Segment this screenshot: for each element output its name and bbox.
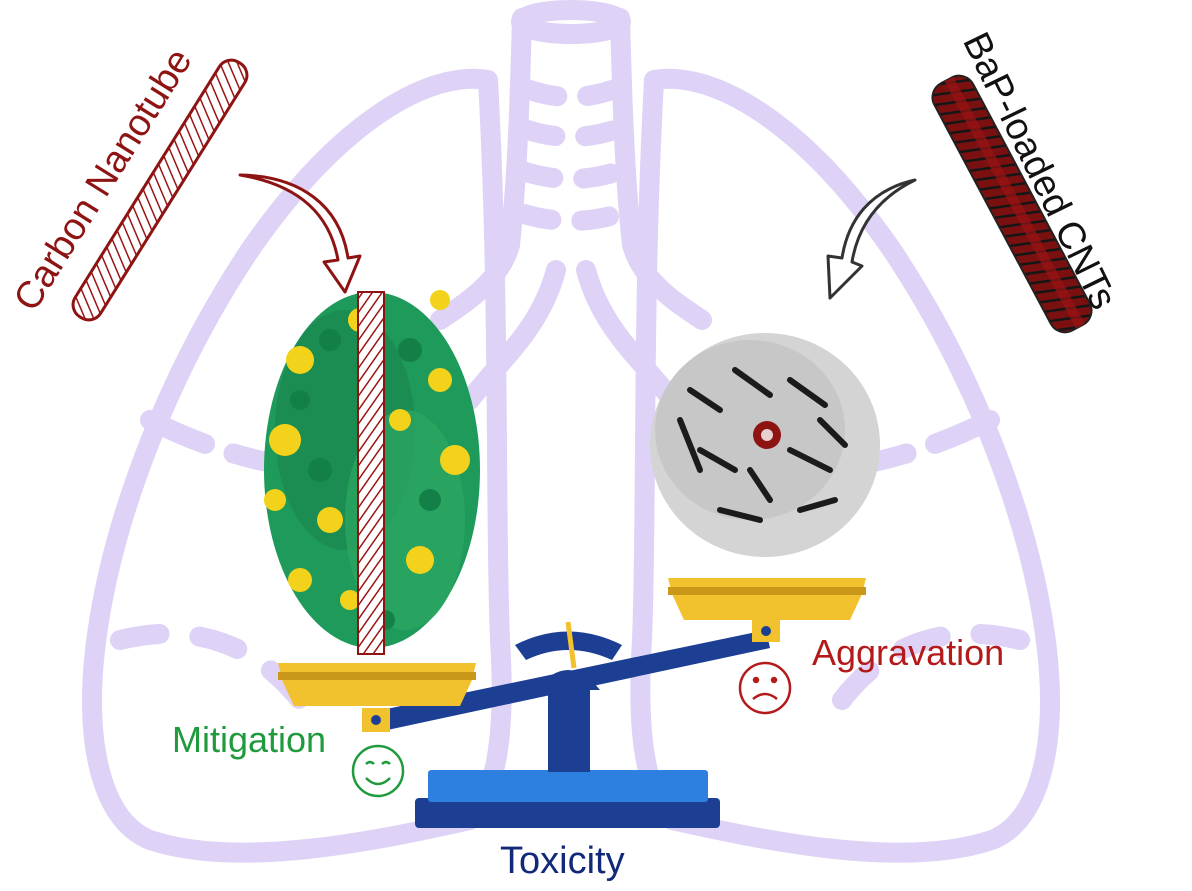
scale-indicator <box>515 631 622 660</box>
trachea-top <box>511 0 631 44</box>
scale-base-top <box>428 770 708 802</box>
mitigation-label: Mitigation <box>172 719 327 760</box>
bap-loaded-cnt-icon <box>931 74 1093 334</box>
toxicity-label: Toxicity <box>500 840 625 882</box>
arrow-to-bap-cluster <box>826 178 917 300</box>
arrow-to-cnt-cluster <box>238 173 362 294</box>
smiley-face-icon <box>351 744 405 798</box>
trachea-ring <box>516 162 626 189</box>
right-lung-inner <box>832 623 1030 710</box>
left-pan <box>278 663 476 706</box>
balance-scale <box>278 578 866 828</box>
scale-stand <box>548 690 590 772</box>
right-bronchus <box>576 260 682 410</box>
trachea-ring <box>518 120 624 147</box>
carbon-nanotube-icon <box>71 58 249 322</box>
left-lung-inner <box>110 623 310 710</box>
trachea-right-wall <box>610 8 712 330</box>
central-nanotube <box>357 291 385 655</box>
scale-beam <box>372 630 770 732</box>
trachea-ring <box>514 204 628 231</box>
trachea <box>430 8 532 330</box>
right-pan <box>668 578 866 620</box>
left-bronchus <box>460 260 566 410</box>
right-lung <box>630 68 1060 863</box>
sad-face-icon <box>738 661 792 715</box>
left-lung <box>82 68 512 863</box>
trachea-ring <box>520 80 622 107</box>
scale-base-bottom <box>415 798 720 828</box>
aggravation-label: Aggravation <box>812 632 1005 673</box>
bap-protein-cluster <box>650 333 880 557</box>
cnt-protein-cluster <box>264 290 480 655</box>
